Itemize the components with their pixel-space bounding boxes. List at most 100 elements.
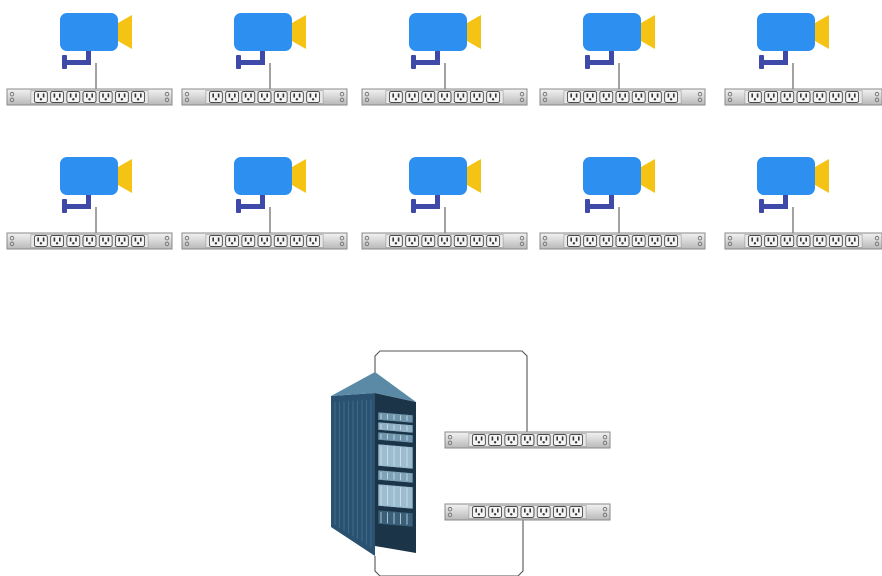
outlet-icon: [257, 91, 272, 103]
outlet-icon: [225, 235, 240, 247]
outlet-icon: [486, 91, 501, 103]
cables-layer: [95, 63, 794, 576]
power-strips-layer: [6, 88, 882, 521]
outlet-icon: [552, 506, 567, 518]
outlet-icon: [520, 434, 535, 446]
power-strip: [181, 88, 348, 106]
outlet-icon: [599, 235, 614, 247]
outlet-icon: [599, 91, 614, 103]
outlet-icon: [82, 235, 97, 247]
outlet-icon: [289, 91, 304, 103]
camera-icon: [234, 13, 306, 69]
outlet-icon: [647, 235, 662, 247]
power-strip: [361, 232, 528, 250]
outlet-icon: [66, 91, 81, 103]
outlet-icon: [421, 91, 436, 103]
outlet-icon: [664, 235, 679, 247]
camera-icon: [583, 13, 655, 69]
outlet-icon: [536, 434, 551, 446]
outlet-icon: [780, 91, 795, 103]
power-strip: [6, 232, 173, 250]
outlet-icon: [82, 91, 97, 103]
power-strip: [444, 503, 611, 521]
outlet-icon: [631, 235, 646, 247]
outlet-icon: [98, 235, 113, 247]
camera-icon: [757, 13, 829, 69]
outlet-icon: [131, 91, 146, 103]
outlet-icon: [208, 91, 223, 103]
rack-unit: [377, 443, 414, 470]
outlet-icon: [241, 91, 256, 103]
outlet-icon: [845, 235, 860, 247]
outlet-icon: [66, 235, 81, 247]
outlet-icon: [50, 91, 65, 103]
outlet-icon: [566, 235, 581, 247]
rack-unit: [377, 509, 414, 528]
outlet-icon: [569, 506, 584, 518]
cameras-layer: [60, 13, 829, 213]
outlet-icon: [437, 235, 452, 247]
rack-unit: [377, 431, 414, 444]
camera-icon: [60, 13, 132, 69]
outlet-icon: [471, 434, 486, 446]
outlet-icon: [306, 91, 321, 103]
outlet-icon: [405, 235, 420, 247]
rack-unit: [377, 469, 414, 484]
outlet-icon: [764, 235, 779, 247]
outlet-icon: [225, 91, 240, 103]
outlet-icon: [388, 91, 403, 103]
camera-icon: [409, 157, 481, 213]
outlet-icon: [828, 91, 843, 103]
outlet-icon: [647, 91, 662, 103]
cable: [374, 350, 528, 432]
outlet-icon: [273, 91, 288, 103]
outlet-icon: [241, 235, 256, 247]
outlet-icon: [504, 434, 519, 446]
camera-icon: [757, 157, 829, 213]
rack-unit: [377, 421, 414, 434]
outlet-icon: [536, 506, 551, 518]
outlet-icon: [631, 91, 646, 103]
outlet-icon: [488, 506, 503, 518]
outlet-icon: [764, 91, 779, 103]
power-strip: [539, 232, 706, 250]
outlet-icon: [98, 91, 113, 103]
outlet-icon: [747, 235, 762, 247]
outlet-icon: [453, 235, 468, 247]
outlet-icon: [664, 91, 679, 103]
camera-icon: [583, 157, 655, 213]
outlet-icon: [421, 235, 436, 247]
outlet-icon: [33, 235, 48, 247]
power-strip: [361, 88, 528, 106]
outlet-icon: [257, 235, 272, 247]
outlet-icon: [469, 235, 484, 247]
outlet-icon: [453, 91, 468, 103]
outlet-icon: [114, 235, 129, 247]
outlet-icon: [114, 91, 129, 103]
outlet-icon: [615, 235, 630, 247]
camera-icon: [234, 157, 306, 213]
outlet-icon: [208, 235, 223, 247]
outlet-icon: [388, 235, 403, 247]
outlet-icon: [131, 235, 146, 247]
outlet-icon: [812, 91, 827, 103]
outlet-icon: [488, 434, 503, 446]
power-strip: [539, 88, 706, 106]
outlet-icon: [796, 91, 811, 103]
camera-icon: [60, 157, 132, 213]
outlet-icon: [273, 235, 288, 247]
outlet-icon: [583, 91, 598, 103]
power-strip: [181, 232, 348, 250]
outlet-icon: [471, 506, 486, 518]
outlet-icon: [520, 506, 535, 518]
outlet-icon: [405, 91, 420, 103]
outlet-icon: [437, 91, 452, 103]
outlet-icon: [486, 235, 501, 247]
outlet-icon: [583, 235, 598, 247]
outlet-icon: [504, 506, 519, 518]
power-strip: [444, 431, 611, 449]
outlet-icon: [569, 434, 584, 446]
outlet-icon: [566, 91, 581, 103]
outlet-icon: [780, 235, 795, 247]
